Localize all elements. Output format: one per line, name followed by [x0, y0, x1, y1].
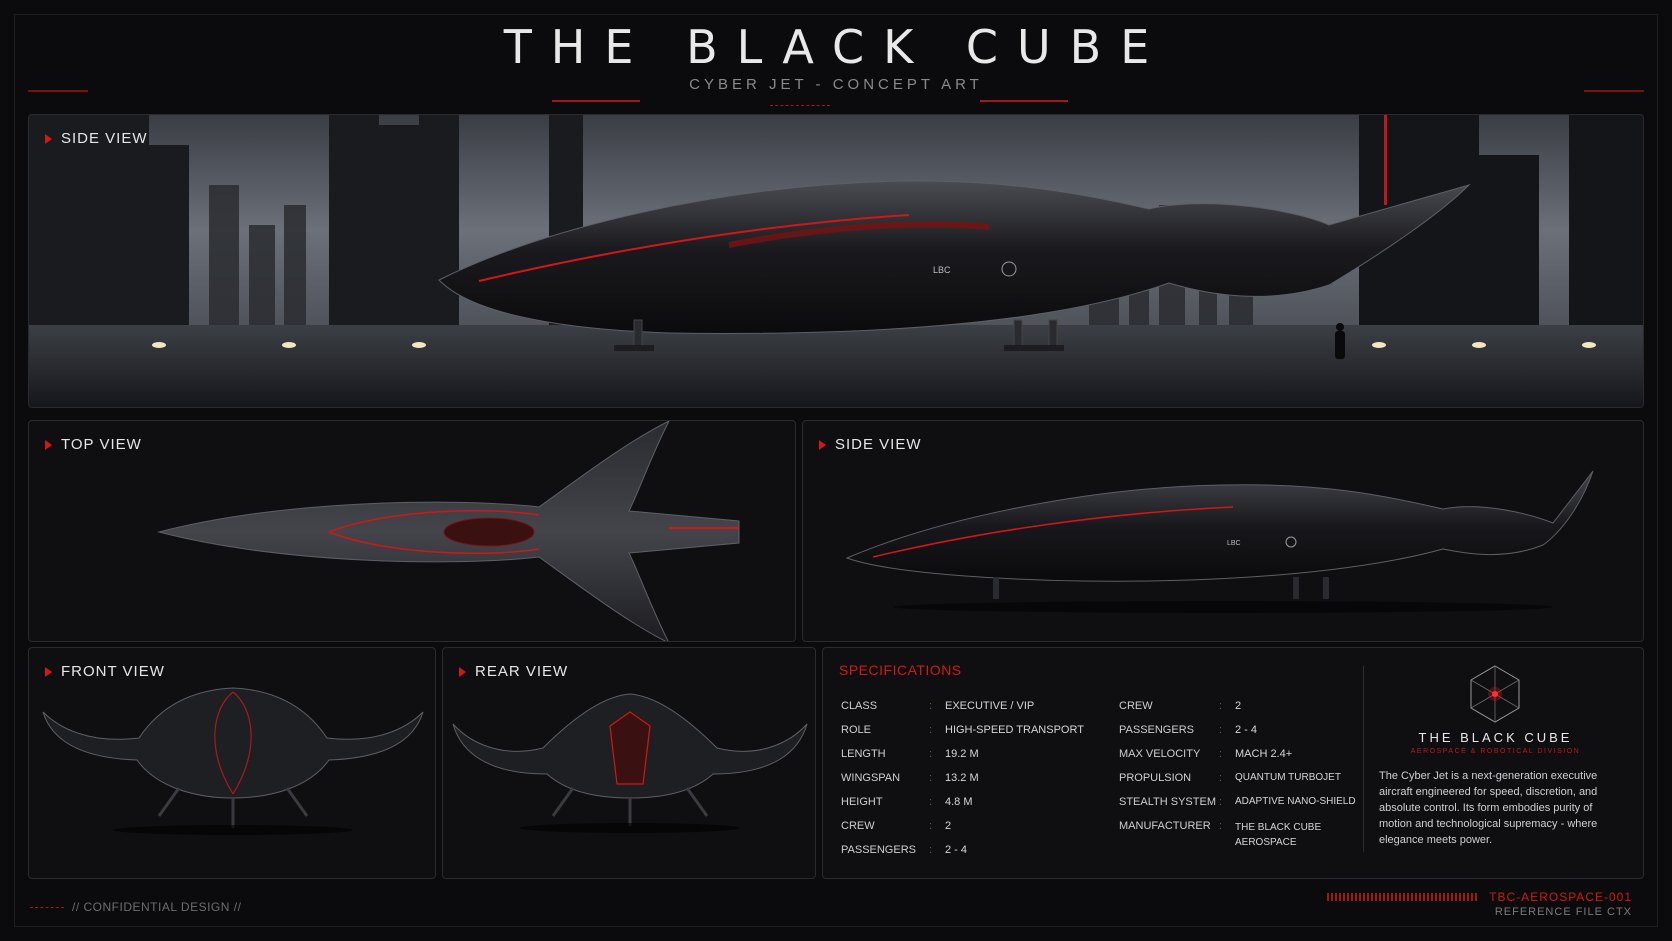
- brand-division: AEROSPACE & ROBOTICAL DIVISION: [1410, 748, 1581, 755]
- spec-row: ROLE:HIGH-SPEED TRANSPORT: [841, 724, 1084, 736]
- panel-front-view: FRONT VIEW: [28, 647, 436, 879]
- brand-description: The Cyber Jet is a next-generation execu…: [1379, 770, 1598, 846]
- hero-jet: LBC: [438, 180, 1471, 351]
- panel-specifications: SPECIFICATIONS CLASS:EXECUTIVE / VIP ROL…: [822, 647, 1644, 879]
- triangle-marker-icon: [45, 666, 52, 677]
- page-frame: [14, 14, 1658, 927]
- triangle-marker-icon: [45, 439, 52, 450]
- subtitle-deco-left: [552, 100, 640, 102]
- reference-code: TBC-AEROSPACE-001: [1489, 890, 1632, 904]
- panel-label: REAR VIEW: [459, 663, 568, 680]
- runway-lights: [152, 342, 1596, 348]
- subtitle-deco-right: [980, 100, 1068, 102]
- panel-side-view: SIDE VIEW LBC: [802, 420, 1644, 642]
- triangle-marker-icon: [459, 666, 466, 677]
- page-subtitle: CYBER JET - CONCEPT ART: [689, 76, 983, 93]
- side-view-drawing: LBC: [845, 470, 1594, 613]
- panel-label: SIDE VIEW: [45, 130, 148, 147]
- footer-confidential: // CONFIDENTIAL DESIGN //: [30, 900, 241, 914]
- brand-name: THE BLACK CUBE: [1418, 730, 1573, 745]
- brand-block: THE BLACK CUBE AEROSPACE & ROBOTICAL DIV…: [1383, 658, 1608, 755]
- specs-divider: [1363, 666, 1364, 852]
- footer-reference: TBC-AEROSPACE-001 REFERENCE FILE CTX: [1327, 890, 1632, 918]
- spec-row: LENGTH:19.2 M: [841, 748, 979, 760]
- spec-row: STEALTH SYSTEM:ADAPTIVE NANO-SHIELD: [1119, 796, 1356, 808]
- front-view-drawing: [42, 687, 424, 835]
- spec-row: CLASS:EXECUTIVE / VIP: [841, 700, 1035, 712]
- human-figure: [1335, 323, 1345, 359]
- spec-row: WINGSPAN:13.2 M: [841, 772, 979, 784]
- tower-red-light: [1384, 115, 1387, 205]
- spec-row: CREW:2: [841, 820, 952, 832]
- subtitle-deco-center: [770, 101, 830, 106]
- panel-label: TOP VIEW: [45, 436, 142, 453]
- spec-row: HEIGHT:4.8 M: [841, 796, 973, 808]
- page-title: THE BLACK CUBE: [503, 20, 1169, 74]
- hero-scene: LBC: [29, 115, 1643, 407]
- header-rule-left: [28, 90, 88, 92]
- rear-view-drawing: [452, 693, 808, 833]
- header-rule-right: [1584, 90, 1644, 92]
- black-cube-logo-icon: [1470, 665, 1520, 723]
- top-view-drawing: [158, 421, 740, 641]
- triangle-marker-icon: [819, 439, 826, 450]
- barcode-deco: [1327, 893, 1478, 901]
- panel-label: SIDE VIEW: [819, 436, 922, 453]
- panel-rear-view: REAR VIEW: [442, 647, 816, 879]
- spec-row: CREW:2: [1119, 700, 1242, 712]
- spec-row: PASSENGERS:2 - 4: [841, 844, 968, 856]
- jet-marking-text: LBC: [933, 265, 951, 275]
- jet-marking-text-small: LBC: [1227, 540, 1241, 547]
- panel-side-view-hero: SIDE VIEW: [28, 114, 1644, 408]
- specs-title: SPECIFICATIONS: [839, 662, 962, 678]
- spec-row: PROPULSION:QUANTUM TURBOJET: [1119, 772, 1341, 784]
- triangle-marker-icon: [45, 133, 52, 144]
- reference-label: REFERENCE FILE CTX: [1494, 906, 1632, 918]
- panel-label: FRONT VIEW: [45, 663, 165, 680]
- spec-row: PASSENGERS:2 - 4: [1119, 724, 1258, 736]
- spec-row: MAX VELOCITY:MACH 2.4+: [1119, 748, 1293, 760]
- panel-top-view: TOP VIEW: [28, 420, 796, 642]
- footer-deco: [30, 906, 64, 908]
